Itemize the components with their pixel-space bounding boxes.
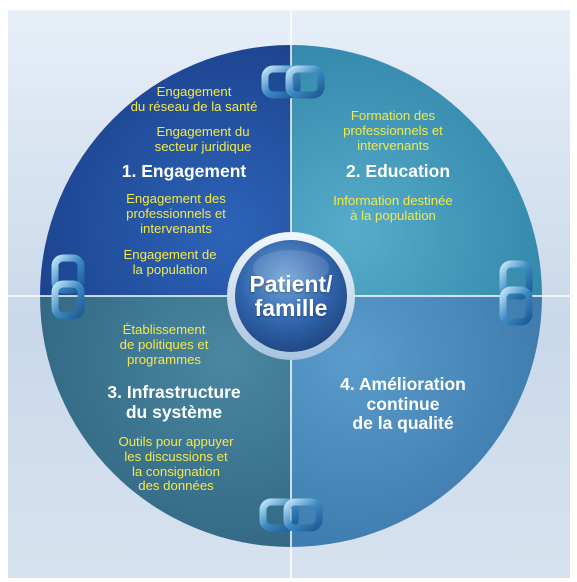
text-line: programmes [126, 351, 202, 367]
chain-link-icon [51, 254, 85, 320]
chain-link-icon [499, 260, 533, 326]
infrastructure-item-policies: Établissement de politiques et programme… [84, 322, 244, 367]
center-hub [235, 240, 347, 352]
quadrant-diagram [8, 10, 570, 578]
text-line: intervenants [357, 137, 429, 153]
engagement-item-health-network: Engagement du réseau de la santé [94, 84, 294, 115]
quadrant-amelioration [291, 296, 542, 547]
text-line: Engagement de [123, 247, 217, 262]
text-line: à la population [350, 207, 436, 223]
text-line: Engagement des [126, 191, 226, 206]
text-line: de politiques et [119, 336, 209, 352]
chain-link-icon [259, 498, 323, 532]
center-label-line1: Patient/ [249, 271, 333, 297]
education-item-training: Formation des professionnels et interven… [308, 108, 478, 153]
quadrant-education [291, 45, 542, 296]
chain-link-icon [261, 65, 325, 99]
quadrant-title-education: 2. Education [345, 161, 451, 181]
text-line: professionnels et [343, 122, 443, 138]
text-line: secteur juridique [154, 138, 252, 154]
text-line: Formation des [350, 108, 436, 123]
diagram-frame: Patient/ famille Engagement du réseau de… [8, 10, 570, 578]
text-line: les discussions et [124, 448, 228, 464]
quadrant-infrastructure [40, 296, 291, 547]
title-line: continue [366, 393, 440, 414]
text-line: Outils pour appuyer [118, 434, 234, 449]
infrastructure-item-tools: Outils pour appuyer les discussions et l… [96, 434, 256, 494]
engagement-item-professionals: Engagement des professionnels et interve… [96, 191, 256, 236]
title-line: 4. Amélioration [340, 374, 466, 394]
engagement-item-legal-sector: Engagement du secteur juridique [118, 124, 288, 155]
center-label: Patient/ famille [227, 272, 355, 320]
center-label-line2: famille [254, 295, 328, 322]
quadrant-title-infrastructure: 3. Infrastructure du système [74, 382, 274, 422]
title-line: de la qualité [352, 413, 454, 434]
quadrant-engagement [40, 45, 291, 296]
text-line: Engagement [156, 84, 232, 99]
title-line: 3. Infrastructure [107, 382, 241, 402]
quadrant-title-amelioration: 4. Amélioration continue de la qualité [308, 374, 498, 434]
text-line: professionnels et [126, 205, 226, 221]
education-item-public-information: Information destinée à la population [308, 193, 478, 224]
text-line: la population [132, 261, 208, 277]
quadrant-title-engagement: 1. Engagement [121, 161, 247, 181]
text-line: la consignation [132, 463, 220, 479]
title-line: du système [125, 401, 223, 422]
text-line: intervenants [140, 220, 212, 236]
text-line: Engagement du [156, 124, 250, 139]
engagement-item-population: Engagement de la population [100, 247, 240, 278]
text-line: du réseau de la santé [130, 98, 258, 114]
text-line: des données [138, 478, 214, 494]
text-line: Information destinée [333, 193, 453, 208]
text-line: Établissement [122, 322, 206, 337]
